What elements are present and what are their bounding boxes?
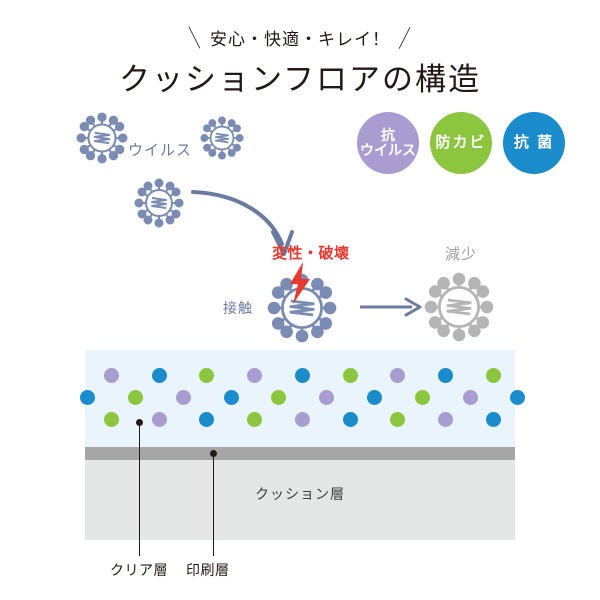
clear-layer — [85, 350, 515, 447]
badge-anti-virus-line1: 抗 — [381, 126, 395, 143]
badge-anti-bacteria: 抗 菌 — [503, 112, 565, 174]
badge-anti-mold-label: 防カビ — [435, 133, 487, 151]
cushion-layer-label: クッション層 — [255, 486, 345, 502]
virus-icon-reduced — [424, 272, 494, 342]
badge-anti-bacteria-label: 抗 菌 — [513, 133, 555, 151]
clear-layer-label: クリア層 — [110, 562, 168, 578]
virus-label: ウイルス — [128, 142, 193, 159]
kicker-label: 安心・快適・キレイ！ — [210, 30, 390, 49]
badge-anti-virus: 抗 ウイルス — [357, 112, 419, 174]
page-title: クッションフロアの構造 — [118, 62, 482, 97]
kicker-text: ＼安心・快適・キレイ！／ — [0, 24, 600, 53]
contact-label: 接触 — [223, 300, 253, 316]
virus-icon-1 — [76, 112, 128, 164]
clear-layer-leader-dot — [136, 419, 143, 426]
destroy-label: 変性・破壊 — [272, 245, 350, 262]
lightning-bolt-icon — [290, 262, 310, 304]
virus-icon-2 — [200, 116, 244, 160]
cushion-layer — [85, 460, 515, 540]
clear-layer-leader-line — [139, 422, 140, 556]
curved-arrow-icon — [191, 190, 294, 256]
print-layer-leader-line — [213, 453, 214, 556]
virus-icon-3 — [134, 178, 184, 228]
reduce-label: 減少 — [445, 246, 478, 263]
slash-left-icon: ＼ — [181, 26, 208, 53]
virus-icon-contact — [267, 273, 337, 343]
transition-arrow-icon — [360, 297, 422, 317]
print-layer — [85, 447, 515, 460]
slash-right-icon: ／ — [392, 26, 419, 53]
badge-anti-virus-line2: ウイルス — [360, 142, 416, 158]
print-layer-label: 印刷層 — [186, 562, 230, 578]
badge-anti-mold: 防カビ — [430, 112, 492, 174]
print-layer-leader-dot — [210, 450, 217, 457]
